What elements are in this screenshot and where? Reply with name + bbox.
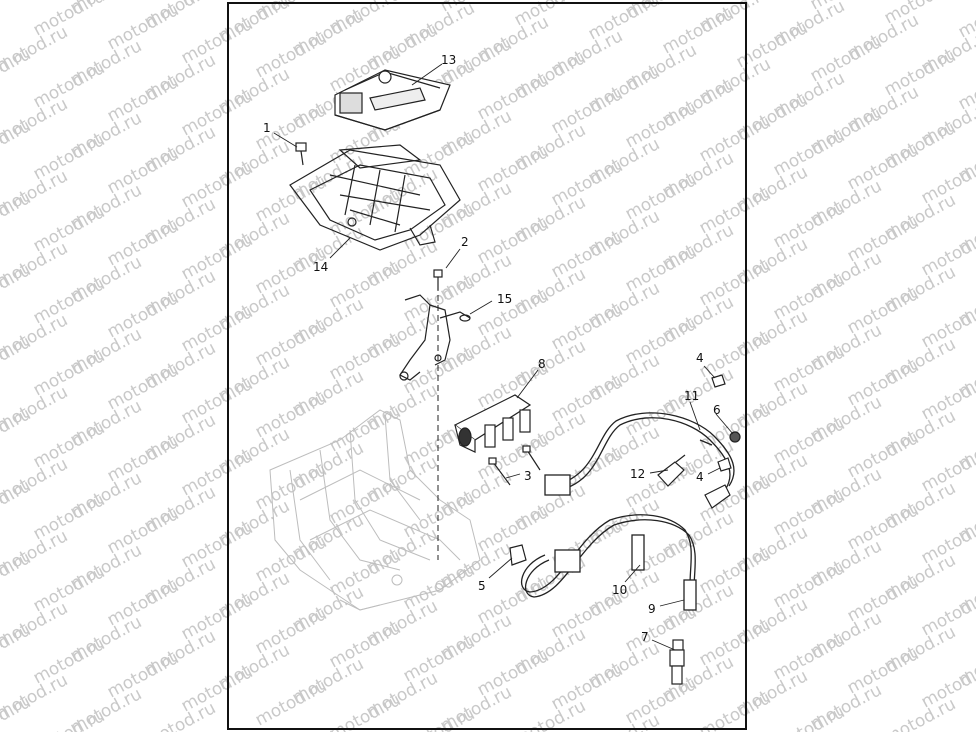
callout-3: 3	[524, 469, 532, 483]
callout-2: 2	[461, 235, 469, 249]
plug-boot-12	[657, 454, 686, 487]
ignition-coil	[453, 394, 532, 453]
coil-screws	[488, 445, 541, 486]
callout-1: 1	[263, 121, 271, 135]
plug-wire-11	[544, 412, 735, 496]
screw-part-2	[433, 269, 443, 290]
clip-part-5	[509, 544, 527, 566]
leader-lines	[273, 63, 734, 651]
bolt-part-1	[295, 142, 307, 166]
callout-4b: 4	[696, 470, 704, 484]
callout-14: 14	[313, 260, 328, 274]
plug-wire-10	[521, 514, 697, 611]
callout-5: 5	[478, 579, 486, 593]
lower-bracket	[399, 294, 471, 381]
fasteners-4-6	[711, 374, 741, 472]
callout-6: 6	[713, 403, 721, 417]
callout-4a: 4	[696, 351, 704, 365]
mounting-tray	[289, 144, 461, 251]
callouts: 1 2 3 4 4 5 6 7 8 9 10 11 12 13 14 15	[263, 53, 721, 644]
plug-boot-right	[704, 484, 731, 509]
callout-11: 11	[684, 389, 699, 403]
diagram-frame	[227, 2, 747, 730]
callout-10: 10	[612, 583, 627, 597]
callout-9: 9	[648, 602, 656, 616]
spark-plug	[669, 639, 685, 685]
callout-15: 15	[497, 292, 512, 306]
frame-chassis	[269, 409, 481, 611]
callout-7: 7	[641, 630, 649, 644]
control-module	[334, 69, 451, 131]
callout-13: 13	[441, 53, 456, 67]
callout-12: 12	[630, 467, 645, 481]
callout-8: 8	[538, 357, 546, 371]
